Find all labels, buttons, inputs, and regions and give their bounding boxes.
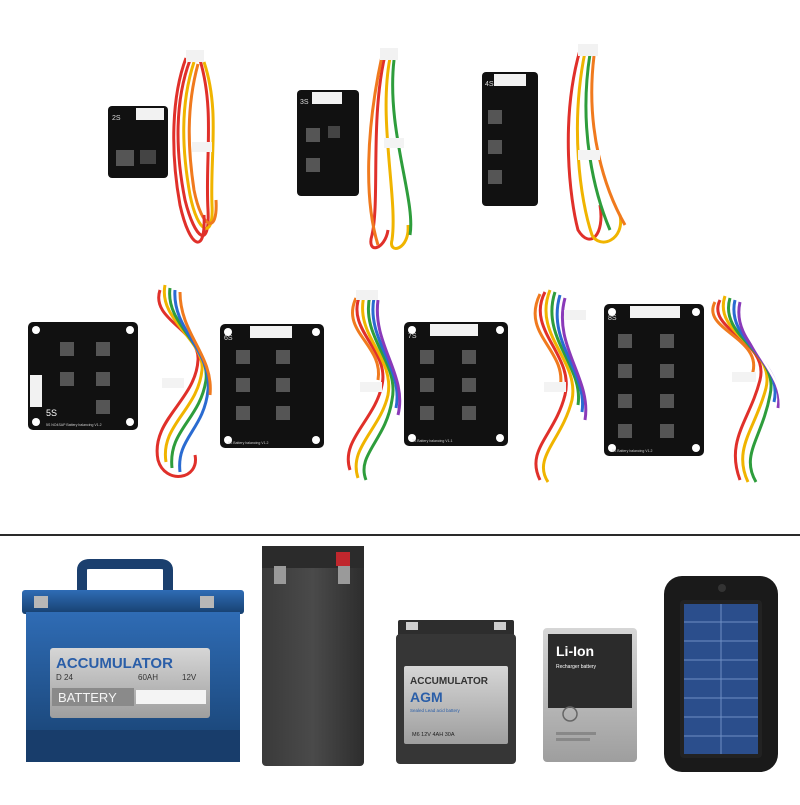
board-5s-title: 5S — [46, 408, 57, 418]
wire-bundle-2s — [172, 50, 218, 244]
board-6s-text: 6S Battery balancing V1.2 — [228, 441, 269, 445]
board-7s: 7S 7S Battery balancing V1.1 — [404, 322, 508, 446]
solar-powerbank — [664, 576, 778, 772]
solar-panel — [684, 604, 758, 754]
car-battery-type: BATTERY — [58, 690, 117, 705]
board-2s: 2S — [108, 106, 168, 178]
wire-bundle-7s — [533, 289, 588, 483]
liion-battery-subtitle: Recharger battery — [556, 664, 597, 670]
agm-battery-type: AGM — [410, 689, 443, 705]
board-7s-label: 7S — [408, 333, 417, 340]
car-battery-model: D 24 — [56, 673, 73, 682]
car-battery-capacity: 60AH — [138, 673, 158, 682]
board-2s-label: 2S — [112, 115, 121, 122]
board-5s-text: 5S NO4SAP Battery balancing V1.2 — [46, 423, 102, 427]
liion-battery: Li-Ion Recharger battery — [543, 628, 637, 762]
section-divider — [0, 534, 800, 536]
board-8s-label: 8S — [608, 315, 617, 322]
liion-battery-brand: Li-Ion — [556, 643, 594, 659]
board-3s-label: 3S — [300, 99, 309, 106]
board-7s-text: 7S Battery balancing V1.1 — [412, 439, 453, 443]
sla-battery — [262, 546, 364, 766]
powerbank-hook-icon — [718, 584, 726, 592]
board-4s-label: 4S — [485, 81, 494, 88]
agm-battery: ACCUMULATOR AGM Sealed Lead acid battery… — [396, 620, 516, 764]
board-8s-text: 8S Battery balancing V1.2 — [612, 449, 653, 453]
board-4s: 4S — [482, 72, 538, 206]
car-battery: ACCUMULATOR D 24 60AH 12V BATTERY — [22, 559, 244, 762]
board-6s: 6S 6S Battery balancing V1.2 — [220, 324, 324, 448]
car-battery-brand: ACCUMULATOR — [56, 655, 173, 672]
recycle-icon — [562, 706, 578, 722]
board-8s: 8S 8S Battery balancing V1.2 — [604, 304, 704, 456]
wire-bundle-5s — [155, 284, 212, 478]
wire-bundle-4s — [560, 44, 627, 244]
wire-bundle-8s — [711, 295, 783, 483]
agm-battery-subtitle: Sealed Lead acid battery — [410, 708, 461, 713]
wire-bundle-6s — [346, 290, 402, 481]
board-3s: 3S — [297, 90, 359, 196]
agm-battery-spec: M6 12V 4AH 30A — [412, 732, 455, 738]
board-5s: 5S 5S NO4SAP Battery balancing V1.2 — [28, 322, 138, 430]
agm-battery-brand: ACCUMULATOR — [410, 676, 489, 687]
board-6s-label: 6S — [224, 335, 233, 342]
car-battery-voltage: 12V — [182, 673, 197, 682]
sla-positive-terminal — [336, 552, 350, 566]
sla-negative-terminal — [274, 566, 286, 584]
wire-bundle-3s — [367, 48, 413, 250]
